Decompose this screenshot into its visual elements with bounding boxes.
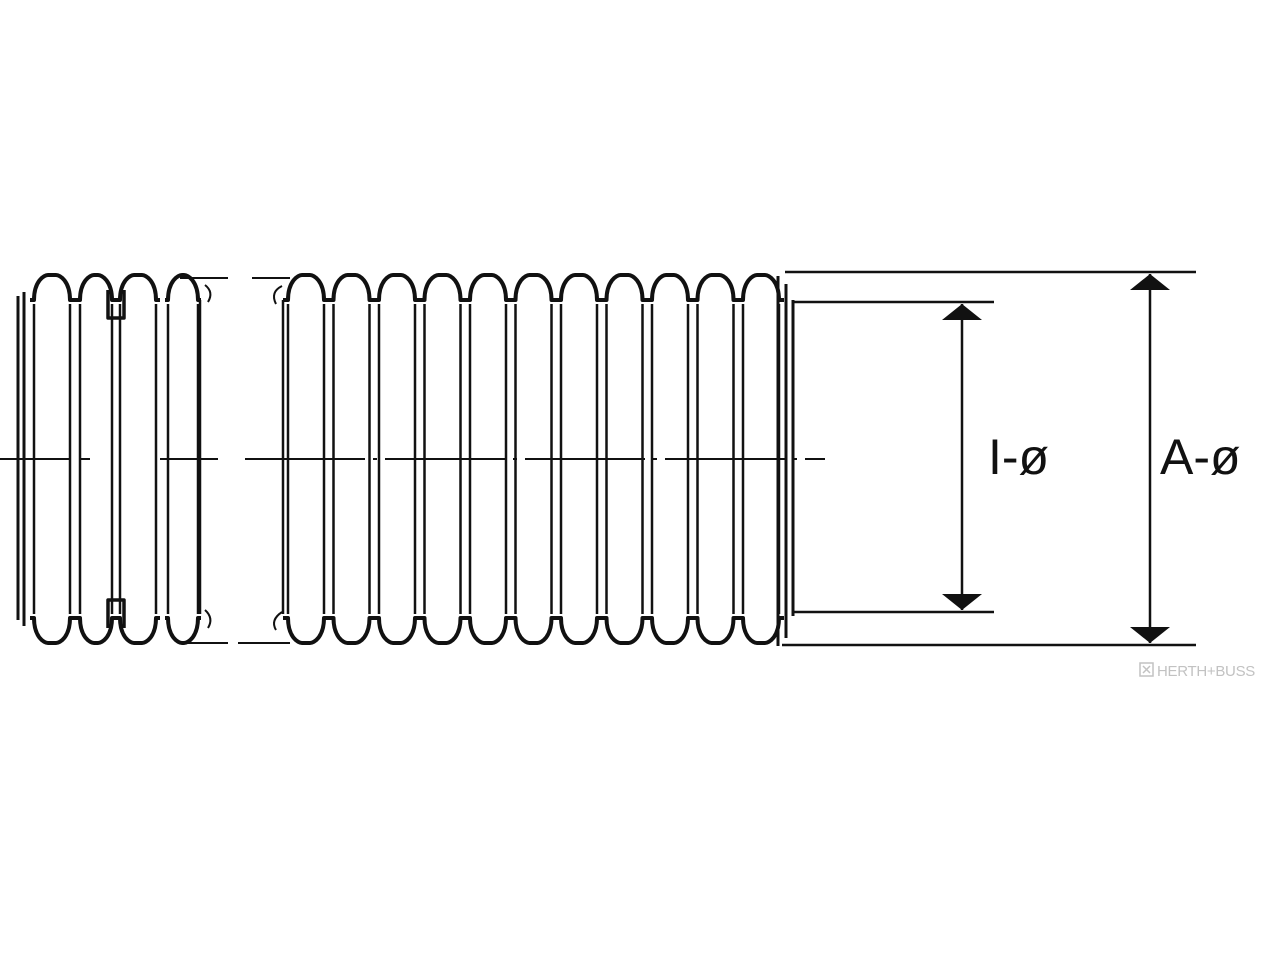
rib-slots [106, 290, 126, 628]
inner-diameter-label: I-ø [988, 429, 1049, 485]
tube-rib-profile [30, 273, 160, 302]
inner-diameter-dimension: I-ø [942, 304, 1049, 610]
hb-logo-icon [1139, 662, 1154, 677]
break-marks [180, 277, 290, 644]
extension-lines [782, 270, 1196, 647]
tube-rib-profile [283, 273, 784, 302]
tube-rib-profile [283, 616, 784, 645]
tube-right-end [776, 276, 795, 646]
tube-rib-profile [165, 273, 201, 302]
tube-rib-profile [30, 616, 160, 645]
tube-left-end [16, 292, 26, 626]
tube-rib-profile [165, 616, 201, 645]
watermark-text: HERTH+BUSS [1157, 663, 1255, 680]
outer-diameter-dimension: A-ø [1130, 274, 1241, 643]
watermark: HERTH+BUSS [1139, 662, 1256, 680]
outer-diameter-label: A-ø [1160, 429, 1241, 485]
